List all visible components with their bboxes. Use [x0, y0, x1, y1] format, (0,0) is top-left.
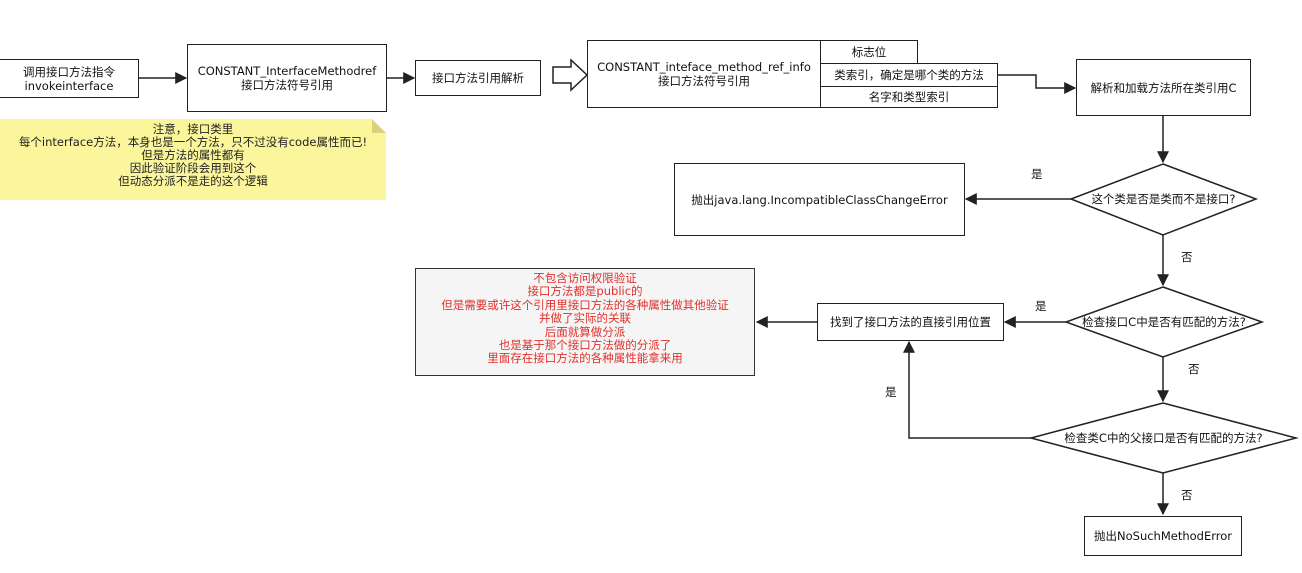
- node-found-direct-ref: 找到了接口方法的直接引用位置: [817, 303, 1004, 341]
- edge-label-parent-yes: 是: [883, 384, 899, 400]
- node-invoke-line1: 调用接口方法指令: [23, 64, 115, 79]
- red-note-line: 里面存在接口方法的各种属性能拿来用: [487, 351, 683, 366]
- note-shape: [0, 119, 386, 200]
- note-line: 注意，接口类里: [152, 122, 234, 136]
- node-incompatible-label: 抛出java.lang.IncompatibleClassChangeError: [691, 192, 948, 207]
- node-ref-info: CONSTANT_inteface_method_ref_info 接口方法符号…: [587, 40, 821, 108]
- node-invoke-line2: invokeinterface: [24, 78, 114, 93]
- red-note-line: 但是需要或许这个引用里接口方法的各种属性做其他验证: [441, 297, 729, 312]
- node-nametype-label: 名字和类型索引: [868, 90, 950, 104]
- node-nosuchmethod-label: 抛出NoSuchMethodError: [1094, 529, 1232, 543]
- diamond-is-class-label: 这个类是否是类而不是接口?: [1091, 192, 1236, 206]
- edge-label-checkc-yes: 是: [1033, 298, 1049, 314]
- red-note-line: 并做了实际的关联: [539, 311, 631, 326]
- edge-label-isclass-yes: 是: [1029, 166, 1045, 182]
- note-line: 每个interface方法，本身也是一个方法，只不过没有code属性而已!: [18, 135, 368, 149]
- edge-label-checkc-no: 否: [1186, 361, 1202, 377]
- node-found-label: 找到了接口方法的直接引用位置: [830, 315, 991, 329]
- node-invokeinterface: 调用接口方法指令 invokeinterface: [0, 59, 139, 98]
- node-flag-label: 标志位: [851, 45, 887, 59]
- node-incompatible-error: 抛出java.lang.IncompatibleClassChangeError: [674, 163, 965, 236]
- interface-note: 注意，接口类里 每个interface方法，本身也是一个方法，只不过没有code…: [0, 119, 386, 200]
- node-name-type-index: 名字和类型索引: [820, 86, 998, 108]
- edge-resolve-to-refinfo-block-arrow: [552, 58, 589, 92]
- node-loadclass-label: 解析和加载方法所在类引用C: [1090, 80, 1237, 95]
- diamond-check-parent-label: 检查类C中的父接口是否有匹配的方法?: [1064, 431, 1263, 445]
- edge-label-parent-no: 否: [1179, 487, 1195, 503]
- node-resolve-label: 接口方法引用解析: [432, 71, 524, 85]
- node-refinfo-line1: CONSTANT_inteface_method_ref_info: [597, 60, 811, 74]
- access-validation-note: 不包含访问权限验证 接口方法都是public的 但是需要或许这个引用里接口方法的…: [415, 268, 755, 376]
- node-refinfo-line2: 接口方法符号引用: [658, 74, 750, 88]
- diamond-check-c-label: 检查接口C中是否有匹配的方法?: [1082, 315, 1246, 329]
- red-note-line: 也是基于那个接口方法做的分派了: [498, 338, 672, 353]
- node-flag: 标志位: [820, 40, 918, 64]
- note-line: 但是方法的属性都有: [141, 148, 245, 162]
- node-classindex-label: 类索引，确定是哪个类的方法: [834, 68, 984, 82]
- note-fold: [372, 119, 386, 133]
- edge-parent-yes: [903, 340, 1031, 439]
- note-line: 因此验证阶段会用到这个: [129, 161, 257, 175]
- node-interface-method-resolve: 接口方法引用解析: [415, 60, 541, 96]
- node-class-index: 类索引，确定是哪个类的方法: [820, 63, 998, 87]
- node-constant-interface-methodref: CONSTANT_InterfaceMethodref 接口方法符号引用: [187, 44, 387, 112]
- red-note-line: 接口方法都是public的: [527, 284, 643, 299]
- note-line: 但动态分派不是走的这个逻辑: [118, 174, 268, 188]
- node-constant-line2: 接口方法符号引用: [241, 78, 333, 92]
- node-no-such-method-error: 抛出NoSuchMethodError: [1084, 516, 1242, 556]
- edge-classindex-to-loadclass: [998, 74, 1077, 94]
- red-note-line: 不包含访问权限验证: [533, 271, 637, 285]
- node-load-class-c: 解析和加载方法所在类引用C: [1076, 59, 1251, 116]
- edge-label-isclass-no: 否: [1179, 249, 1195, 265]
- red-note-line: 后面就算做分派: [544, 324, 626, 339]
- node-constant-line1: CONSTANT_InterfaceMethodref: [197, 64, 377, 78]
